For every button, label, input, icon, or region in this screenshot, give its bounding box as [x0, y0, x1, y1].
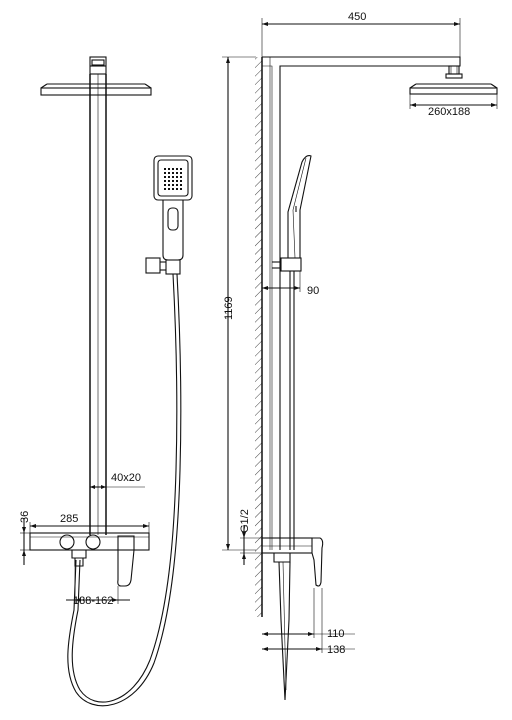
thermostat-mixer-front: [29, 532, 150, 587]
inlet-connector: [71, 550, 87, 559]
shower-arm-side: [262, 56, 461, 550]
overhead-shower-front: [40, 56, 152, 96]
connection-range-label: 138-162: [73, 595, 113, 607]
width-285-label: 285: [60, 513, 78, 525]
pipe-section-label: 40x20: [111, 472, 141, 484]
hand-shower-side: [272, 155, 312, 550]
arm-length-label: 450: [348, 11, 366, 23]
hand-shower-front: [145, 155, 193, 275]
holder-gap-label: 90: [307, 285, 319, 297]
wall-hatch: [255, 57, 262, 617]
hand-shower-head: [153, 155, 193, 201]
lower-hose-side: [278, 561, 291, 701]
mode-button: [167, 207, 179, 231]
main-pipe: [89, 74, 107, 535]
total-height-label: 1169: [223, 296, 235, 320]
spray-nozzles: [162, 166, 184, 190]
thread-label: G1/2: [239, 509, 251, 533]
shower-holder: [145, 257, 161, 274]
left-knob: [59, 534, 75, 550]
showerhead-size-label: 260x188: [428, 106, 470, 118]
depth-110-label: 110: [327, 628, 345, 640]
mixer-lever: [117, 535, 135, 587]
height-36-label: 36: [19, 511, 31, 523]
mixer-body: [29, 532, 150, 551]
side-view: 450 260x188 1169 90: [222, 11, 498, 701]
front-view: 40x20: [19, 56, 193, 707]
shower-hose: [71, 273, 178, 703]
head-plate: [40, 87, 152, 96]
right-knob: [85, 534, 101, 550]
mixer-lever-side: [311, 537, 324, 587]
depth-138-label: 138: [327, 644, 345, 656]
overhead-shower-side: [409, 65, 498, 95]
thermostat-mixer-side: [261, 537, 324, 701]
